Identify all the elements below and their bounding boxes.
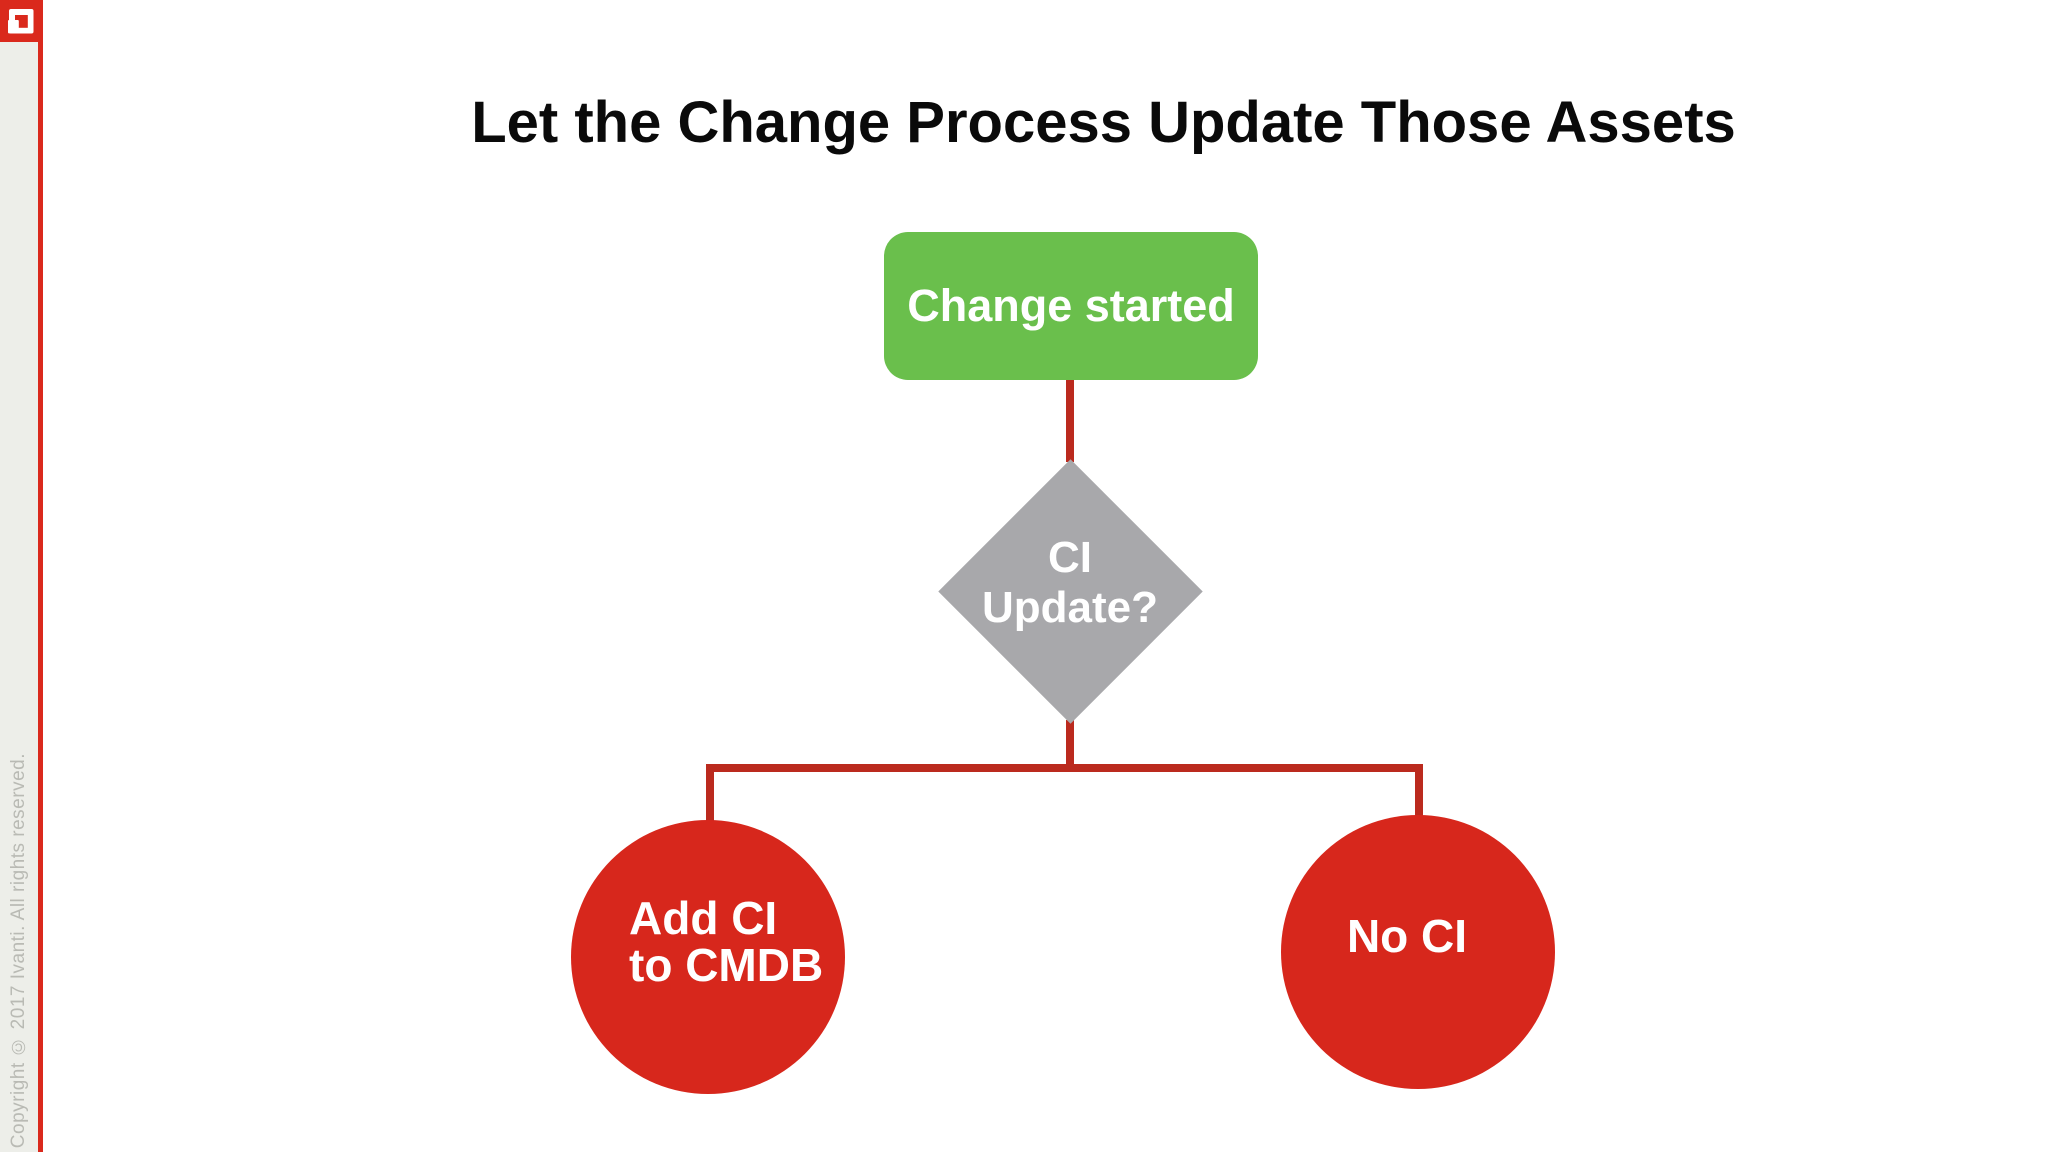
red-accent-line [38,0,43,1152]
connector-branch-right-drop [1415,764,1423,819]
add-ci-label-line2: to CMDB [629,939,824,991]
node-change-started: Change started [884,232,1258,380]
node-no-ci: No CI [1281,815,1555,1089]
add-ci-label-line1: Add CI [629,892,778,944]
decision-label-line2: Update? [982,583,1158,632]
ivanti-logo-icon [0,0,38,42]
copyright: Copyright © 2017 Ivanti. All rights rese… [0,753,38,1148]
node-no-ci-label: No CI [1346,909,1468,962]
decision-label-line1: CI [1048,533,1092,582]
connector-decision-stem [1066,720,1074,768]
copyright-text: Copyright © 2017 Ivanti. All rights rese… [8,752,29,1148]
page-title: Let the Change Process Update Those Asse… [471,90,1736,155]
connector-start-to-decision [1066,378,1074,462]
side-strip [0,0,38,1152]
node-add-ci-label: Add CI to CMDB [629,895,823,989]
node-add-ci-to-cmdb: Add CI to CMDB [571,820,845,1094]
connector-branch-left-drop [706,764,714,822]
node-change-started-label: Change started [907,280,1235,331]
connector-branch-horizontal [706,764,1423,772]
node-decision-label: CI Update? [938,452,1202,714]
